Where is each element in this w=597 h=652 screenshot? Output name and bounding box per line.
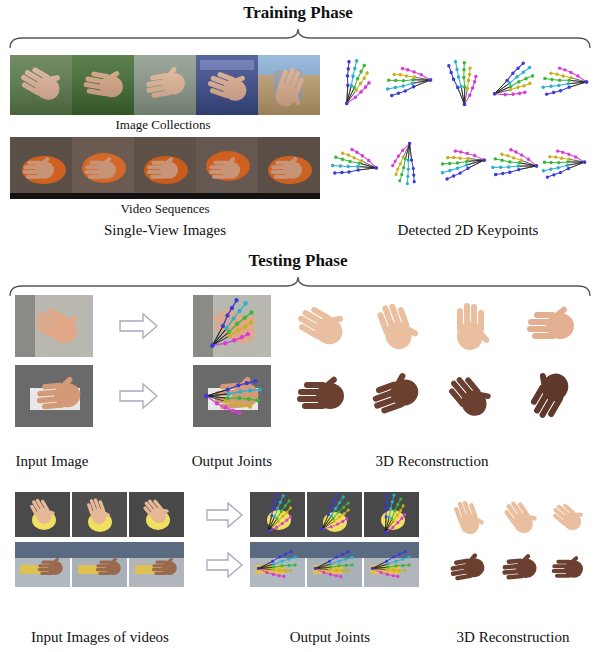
image-caption: Video Sequences (117, 201, 212, 217)
column-caption: Input Image (16, 452, 89, 470)
column-caption: Output Joints (192, 452, 272, 470)
column-caption: 3D Reconstruction (376, 452, 489, 470)
section-heading: Training Phase (243, 3, 353, 23)
column-caption: Output Joints (290, 628, 370, 646)
column-caption: Input Images of videos (31, 628, 169, 646)
image-caption: Image Collections (113, 117, 214, 133)
group-caption: Single-View Images (104, 221, 226, 239)
column-caption: 3D Reconstruction (457, 628, 570, 646)
group-caption: Detected 2D Keypoints (398, 221, 539, 239)
section-heading: Testing Phase (248, 251, 347, 271)
